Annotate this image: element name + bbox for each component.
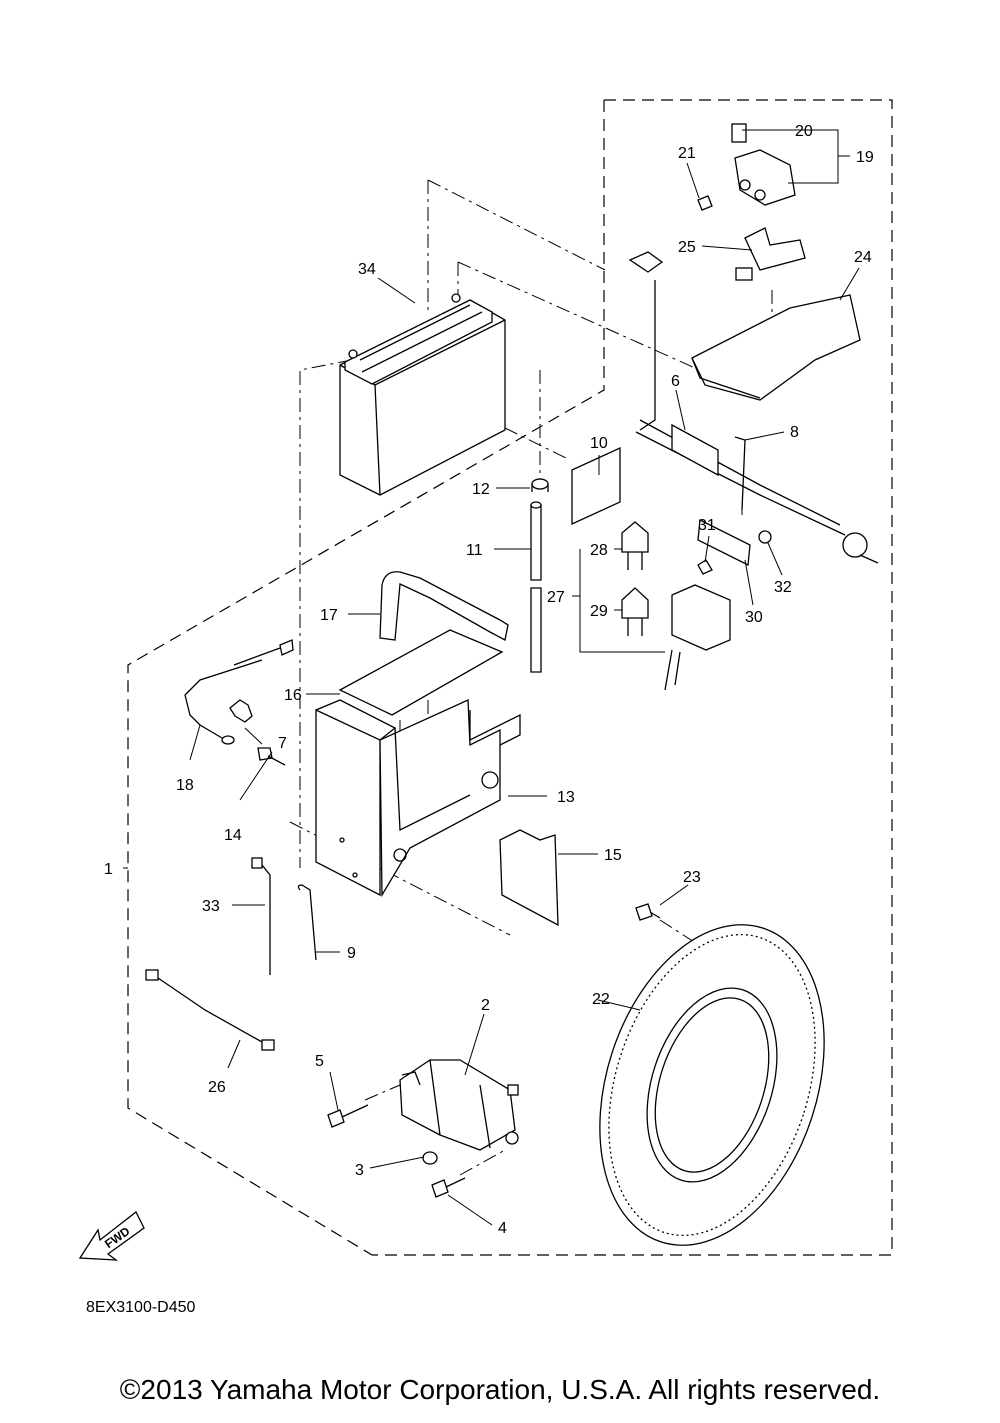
part-label: 19	[856, 149, 874, 166]
part-label: 3	[355, 1162, 364, 1179]
part-label: 33	[202, 898, 220, 915]
bolt	[697, 195, 713, 211]
part-label: 28	[590, 542, 608, 559]
starter-motor	[399, 1059, 519, 1151]
alignment-line	[431, 391, 571, 461]
bolt	[327, 1104, 369, 1128]
fuse-lower	[621, 587, 649, 636]
part-label: 30	[745, 609, 763, 626]
part-label: 2	[481, 997, 490, 1014]
part-label: 20	[795, 123, 813, 140]
part-label: 26	[208, 1079, 226, 1096]
forward-arrow-icon: FWD	[78, 1211, 145, 1261]
part-label: 1	[104, 861, 113, 878]
part-label: 24	[854, 249, 872, 266]
cover-plate	[499, 829, 559, 927]
fuse-box	[664, 584, 731, 691]
part-label: 11	[466, 542, 483, 559]
rotor-gear	[599, 924, 825, 1246]
nut	[758, 530, 772, 544]
alignment-line	[459, 1149, 506, 1176]
bracket	[744, 227, 806, 271]
cable-tie-long	[251, 857, 271, 975]
battery-band	[379, 571, 509, 641]
part-label: 25	[678, 239, 696, 256]
alignment-line	[299, 359, 353, 868]
part-label: 5	[315, 1053, 324, 1070]
part-label: 21	[678, 145, 696, 162]
diagram-code: 8EX3100-D450	[86, 1299, 196, 1316]
nut	[422, 1151, 438, 1165]
rod	[530, 501, 542, 673]
bolt	[635, 903, 661, 921]
part-label: 15	[604, 847, 622, 864]
clip	[531, 478, 549, 492]
fuse-cap	[731, 123, 747, 143]
part-label: 22	[592, 991, 610, 1008]
part-label: 8	[790, 424, 799, 441]
part-label: 14	[224, 827, 242, 844]
fuse-upper	[621, 521, 649, 570]
bolt	[431, 1177, 466, 1198]
part-label: 31	[698, 517, 716, 534]
copyright-notice: ©2013 Yamaha Motor Corporation, U.S.A. A…	[119, 1374, 881, 1405]
leader-lines	[123, 129, 860, 1226]
wire-lead	[145, 969, 275, 1051]
fuse-plate	[697, 518, 751, 567]
part-label: 27	[547, 589, 565, 606]
part-label: 10	[590, 435, 608, 452]
part-label: 17	[320, 607, 338, 624]
part-label: 18	[176, 777, 194, 794]
part-label: 7	[278, 735, 287, 752]
lead-wire	[184, 639, 294, 745]
part-number-labels: 1 2 3 4 5 6 7 8 9 10 11 12 13 14 15 16 1…	[104, 123, 874, 1237]
part-label: 13	[557, 789, 575, 806]
terminal	[229, 699, 253, 723]
part-label: 34	[358, 261, 376, 278]
part-label: 23	[683, 869, 701, 886]
sheet	[571, 446, 621, 526]
part-label: 16	[284, 687, 302, 704]
part-label: 4	[498, 1220, 507, 1237]
assembly-outline-left	[127, 100, 605, 1256]
part-label: 29	[590, 603, 608, 620]
part-label: 6	[671, 373, 680, 390]
rubber-sheet	[338, 629, 504, 716]
starter-relay	[734, 149, 796, 206]
screw	[697, 559, 713, 575]
assembly-outline-right	[372, 99, 893, 1256]
part-label: 32	[774, 579, 792, 596]
battery-box	[315, 699, 521, 898]
battery	[339, 293, 506, 496]
part-label: 12	[472, 481, 490, 498]
relay-cover	[691, 267, 861, 401]
part-label: 9	[347, 945, 356, 962]
alignment-line	[364, 1084, 401, 1101]
cable-tie-short	[297, 884, 317, 961]
wire-harness	[628, 251, 879, 564]
alignment-line	[427, 179, 606, 271]
